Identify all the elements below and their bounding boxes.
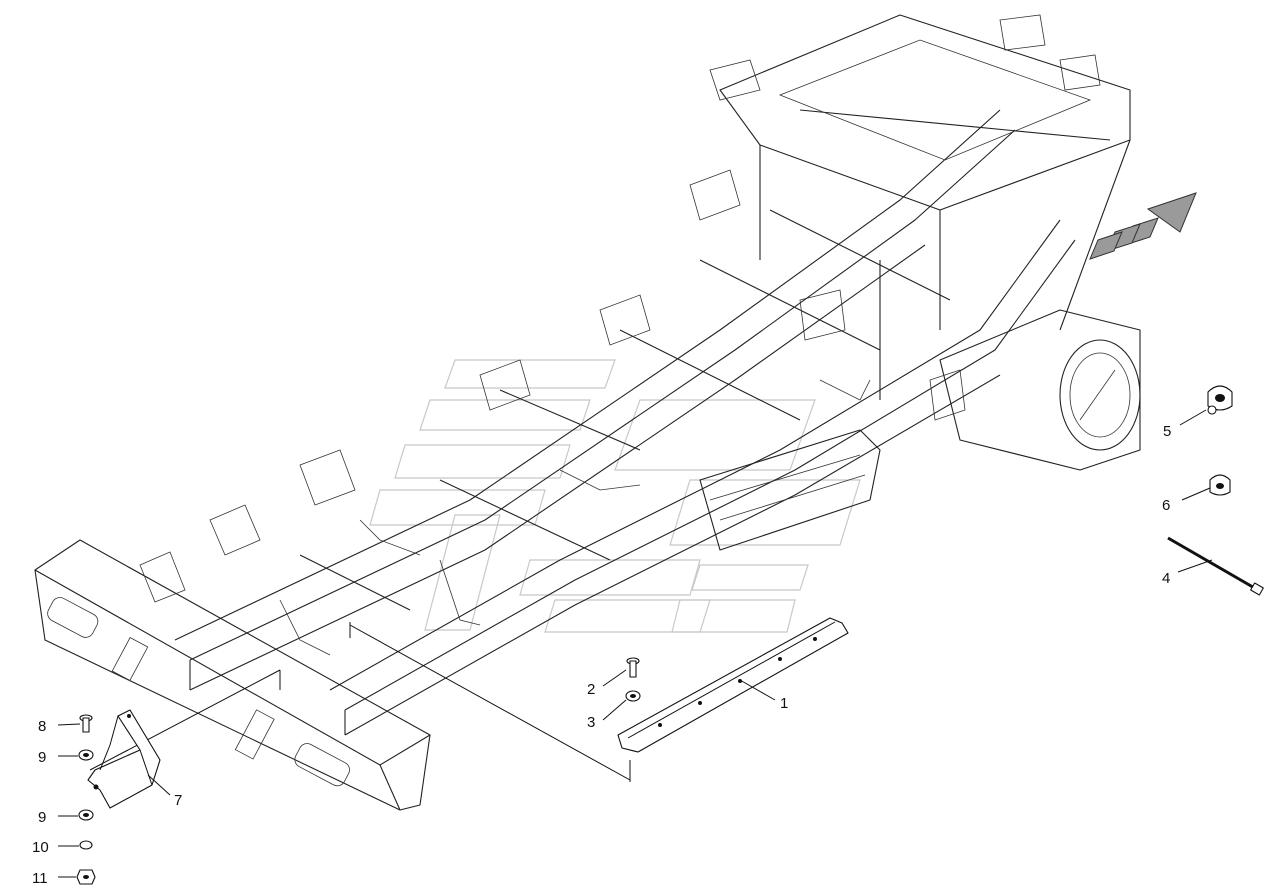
assembly-leader-lines xyxy=(89,622,631,782)
part-9-washer-lower xyxy=(58,809,94,821)
callout-5: 5 xyxy=(1163,423,1171,440)
part-11-nut xyxy=(58,869,96,885)
watermark-logo xyxy=(369,359,861,633)
callout-4: 4 xyxy=(1162,570,1170,587)
callout-labels: 1 2 3 4 5 6 7 8 9 9 10 11 xyxy=(32,423,1171,887)
part-5-clamp xyxy=(1179,385,1233,426)
callout-6: 6 xyxy=(1162,497,1170,514)
part-7-bracket xyxy=(87,709,171,809)
direction-arrow-icon xyxy=(1089,192,1197,260)
part-1-strip xyxy=(617,617,849,753)
part-3-washer xyxy=(602,690,641,721)
callout-10: 10 xyxy=(32,839,49,856)
callout-9-upper: 9 xyxy=(38,749,46,766)
part-10-lock-washer xyxy=(58,840,93,850)
part-4-cable-tie xyxy=(1167,536,1264,596)
part-6-clip xyxy=(1181,474,1231,501)
part-2-bolt xyxy=(602,657,640,687)
part-9-washer-upper xyxy=(58,749,94,761)
part-8-bolt xyxy=(57,714,93,733)
callout-7: 7 xyxy=(174,792,182,809)
chassis-frame-drawing xyxy=(34,14,1141,811)
callout-8: 8 xyxy=(38,718,46,735)
callout-1: 1 xyxy=(780,695,788,712)
callout-3: 3 xyxy=(587,714,595,731)
callout-2: 2 xyxy=(587,681,595,698)
callout-11: 11 xyxy=(32,870,48,887)
callout-9-lower: 9 xyxy=(38,809,46,826)
